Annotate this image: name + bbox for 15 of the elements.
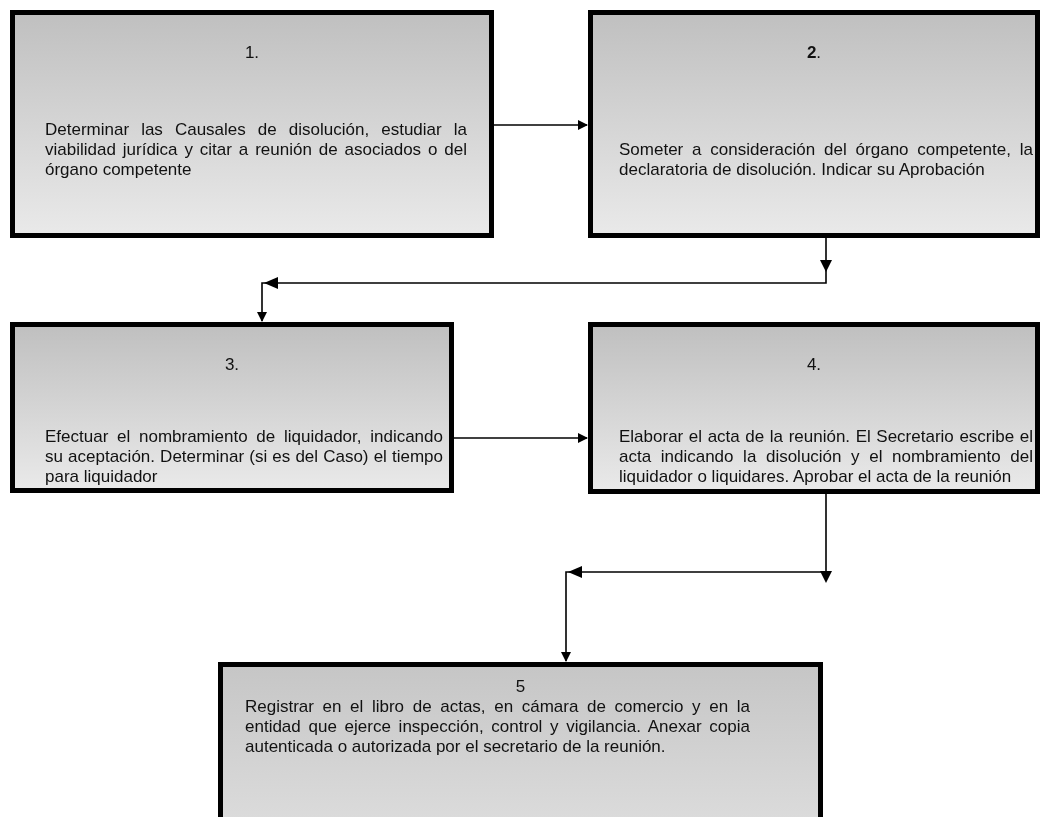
process-box (10, 322, 454, 493)
step-description: Someter a consideración del órgano competente, la declaratoria de disolución. Indicar su Aprobación (619, 140, 1033, 180)
step-description: Elaborar el acta de la reunión. El Secretario escribe el acta indicando la disolución y el nombramiento del liquidador o liquidares. Aprobar el acta de la reunión (619, 427, 1033, 487)
process-box (218, 662, 823, 817)
step-number: 5 (514, 677, 527, 697)
process-box (10, 10, 494, 238)
step-number: 2. (805, 43, 823, 63)
step-number: 4. (805, 355, 823, 375)
step-number: 1. (243, 43, 261, 63)
step-description: Registrar en el libro de actas, en cámara de comercio y en la entidad que ejerce inspección, control y vigilancia. Anexar copia autenticada o autorizada por el secretario de la reunión. (245, 697, 750, 757)
step-number: 3. (223, 355, 241, 375)
process-box (588, 322, 1040, 494)
step-description: Efectuar el nombramiento de liquidador, indicando su aceptación. Determinar (si es del Caso) el tiempo para liquidador (45, 427, 443, 487)
process-box (588, 10, 1040, 238)
step-description: Determinar las Causales de disolución, estudiar la viabilidad jurídica y citar a reunión de asociados o del órgano competente (45, 120, 467, 180)
